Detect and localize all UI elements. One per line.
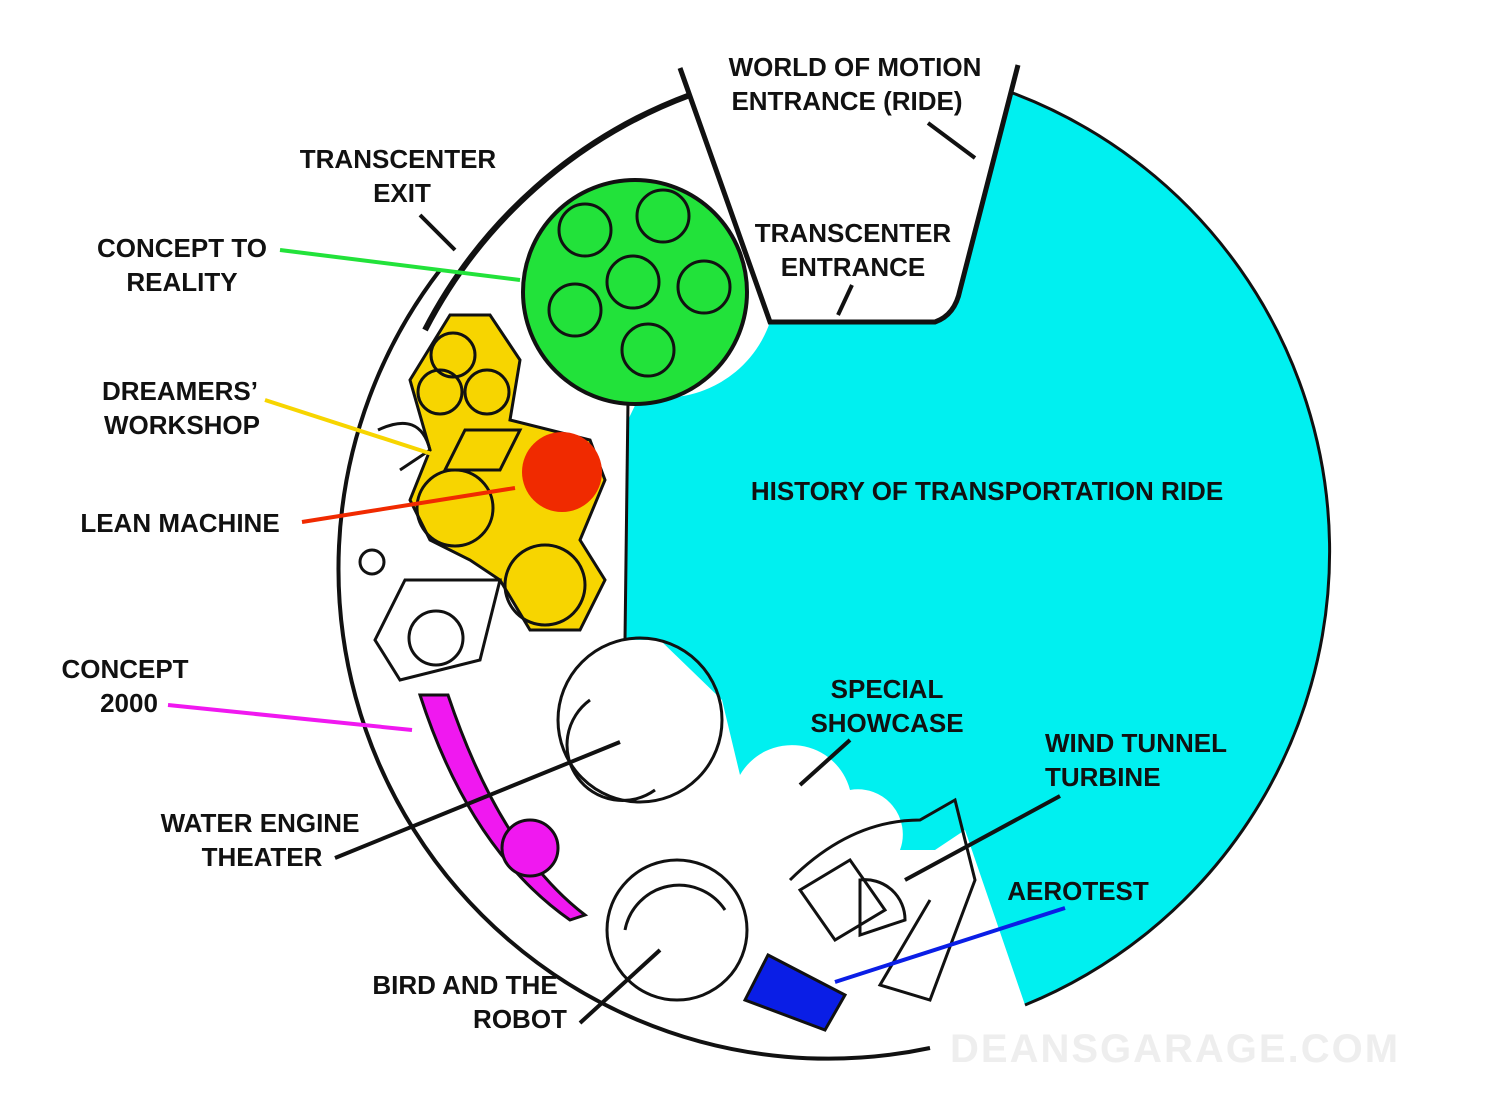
inner-wall: [623, 399, 630, 641]
label-wind-tunnel: WIND TUNNEL: [1045, 728, 1227, 758]
label-concept-to-reality-2: REALITY: [126, 267, 237, 297]
label-lean-machine: LEAN MACHINE: [80, 508, 279, 538]
concept-to-reality-pods: [547, 188, 732, 378]
label-bird-robot-2: ROBOT: [473, 1004, 567, 1034]
label-transcenter-entrance: TRANSCENTER: [755, 218, 952, 248]
outer-wall-west: [336, 268, 931, 1061]
label-concept-to-reality: CONCEPT TO: [97, 233, 267, 263]
label-world-of-motion-2: ENTRANCE (RIDE): [731, 86, 962, 116]
label-aerotest: AEROTEST: [1007, 876, 1149, 906]
label-water-engine: WATER ENGINE: [161, 808, 360, 838]
dreamers-workshop-area: [408, 313, 607, 632]
label-special-showcase: SPECIAL: [831, 674, 944, 704]
label-concept-2000-2: 2000: [100, 688, 158, 718]
concept-2000-area: [417, 693, 589, 922]
aerotest-area: [742, 952, 848, 1032]
label-history-ride: HISTORY OF TRANSPORTATION RIDE: [751, 476, 1223, 506]
watermark: DEANSGARAGE.COM: [950, 1027, 1400, 1071]
label-concept-2000: CONCEPT: [61, 654, 188, 684]
concept-to-reality-area: [521, 178, 749, 406]
history-ride-area: [625, 92, 1330, 1005]
label-transcenter-exit: TRANSCENTER: [300, 144, 497, 174]
label-dreamers-workshop: DREAMERS’: [102, 376, 258, 406]
label-transcenter-entrance-2: ENTRANCE: [781, 252, 925, 282]
workshop-details: [415, 331, 587, 627]
label-water-engine-2: THEATER: [202, 842, 323, 872]
concept-2000-theater: [500, 818, 560, 878]
room-outlines: [358, 421, 977, 1002]
entrance-funnel: [677, 64, 1021, 325]
label-world-of-motion: WORLD OF MOTION: [729, 52, 982, 82]
label-dreamers-workshop-2: WORKSHOP: [104, 410, 260, 440]
lean-machine-area: [522, 432, 602, 512]
outer-wall-east: [1009, 90, 1332, 1007]
leader-lines: [167, 121, 1066, 1025]
outer-wall: [422, 92, 692, 332]
label-bird-robot: BIRD AND THE: [372, 970, 557, 1000]
label-transcenter-exit-2: EXIT: [373, 178, 431, 208]
label-wind-tunnel-2: TURBINE: [1045, 762, 1161, 792]
label-special-showcase-2: SHOWCASE: [810, 708, 963, 738]
